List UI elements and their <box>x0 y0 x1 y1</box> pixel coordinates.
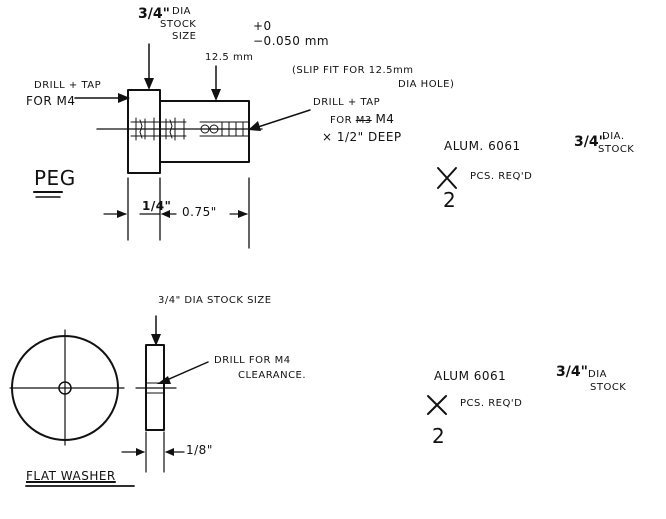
peg-stock-label-2: STOCK <box>160 19 197 30</box>
washer-material-stock-2: STOCK <box>590 382 627 393</box>
washer-pcs-count: 2 <box>432 424 446 448</box>
peg-slip-fit-line-2: DIA HOLE) <box>398 79 455 90</box>
washer-thickness: 1/8" <box>186 443 213 457</box>
peg-tolerance-minus: −0.050 mm <box>253 34 330 48</box>
peg-shaft-tapped-hole <box>199 121 249 137</box>
peg-length-arrowhead <box>211 89 221 101</box>
peg-stock-fraction: 3/4" <box>138 6 170 22</box>
peg-material-stock-1: DIA. <box>602 131 625 142</box>
washer-material-fraction: 3/4" <box>556 364 588 380</box>
peg-left-drill-line-2: FOR M4 <box>26 94 76 108</box>
peg-shaft-dim: 0.75" <box>182 205 217 219</box>
peg-head-tapped-hole <box>130 117 187 141</box>
peg-right-drill-leader <box>251 109 311 130</box>
peg-shaft-outline <box>159 100 250 163</box>
peg-right-drill-line-1: DRILL + TAP <box>313 97 381 108</box>
peg-pcs-label: PCS. REQ'D <box>470 171 533 182</box>
peg-head-outline <box>127 89 161 174</box>
peg-depth-label: × 1/2" DEEP <box>322 130 402 144</box>
peg-right-drill-line-2: FOR M3 M4 <box>330 112 395 126</box>
peg-stock-label-1: DIA <box>172 6 191 17</box>
washer-material: ALUM 6061 <box>434 369 507 383</box>
washer-pcs-x-icon <box>427 395 447 415</box>
peg-material-fraction: 3/4" <box>574 134 606 150</box>
peg-stock-label-3: SIZE <box>172 31 197 42</box>
peg-part-name: PEG <box>34 166 76 190</box>
washer-drawing <box>9 315 447 487</box>
peg-material: ALUM. 6061 <box>444 139 521 153</box>
peg-slip-fit-line-1: (SLIP FIT FOR 12.5mm <box>292 65 414 76</box>
peg-stock-arrowhead <box>144 78 154 90</box>
peg-drawing <box>33 43 457 249</box>
peg-pcs-count: 2 <box>443 188 457 212</box>
washer-stock-size: 3/4" DIA STOCK SIZE <box>158 295 272 306</box>
washer-material-stock-1: DIA <box>588 369 607 380</box>
washer-drill-line-1: DRILL FOR M4 <box>214 355 291 366</box>
peg-head-dim: 1/4" <box>142 199 172 213</box>
washer-drill-line-2: CLEARANCE. <box>238 370 307 381</box>
peg-tolerance-plus: +0 <box>253 19 272 33</box>
washer-side-view <box>145 344 165 431</box>
peg-left-drill-line-1: DRILL + TAP <box>34 80 102 91</box>
peg-pcs-x-icon <box>437 167 457 189</box>
peg-length-label: 12.5 mm <box>205 52 254 63</box>
washer-pcs-label: PCS. REQ'D <box>460 398 523 409</box>
peg-material-stock-2: STOCK <box>598 144 635 155</box>
washer-part-name: FLAT WASHER <box>26 469 116 483</box>
